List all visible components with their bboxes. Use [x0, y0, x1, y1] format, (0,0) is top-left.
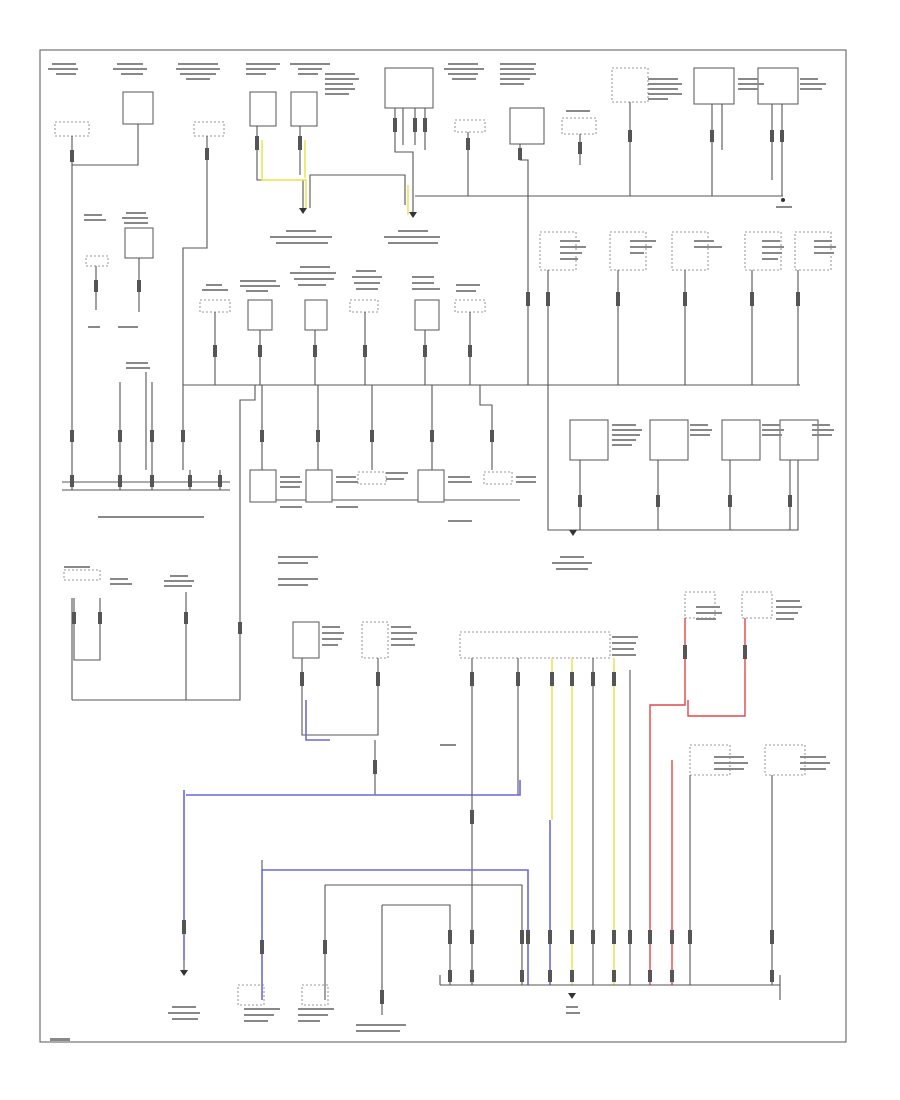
left-column	[62, 227, 256, 701]
top-wiring	[71, 102, 783, 470]
component-abs-control-module	[569, 419, 609, 461]
ground-point-g2	[409, 212, 417, 218]
ground-point-g3	[781, 198, 785, 202]
lower-connectors	[237, 984, 576, 1006]
ground-point-g1	[299, 208, 307, 214]
component-trunk-switch	[357, 471, 387, 485]
component-rear-wiper-motor	[671, 231, 709, 271]
middle-caption-marks	[202, 266, 480, 292]
component-rear-window-defogger	[193, 121, 225, 137]
component-left-mirror-switch	[249, 91, 277, 127]
right-upper-wiring	[547, 270, 799, 531]
component-audio-unit	[384, 67, 434, 109]
component-right-mirror-switch	[290, 91, 318, 127]
component-oil-pressure-switch	[199, 299, 231, 313]
right-upper-components	[539, 231, 832, 271]
component-right-rear-speaker	[649, 419, 689, 461]
lower-module-caption-marks	[322, 600, 830, 770]
component-parking-brake-switch	[349, 299, 379, 313]
component-left-camshaft-sensor	[689, 744, 731, 776]
top-ground-points	[299, 198, 785, 218]
component-fuel-sender	[85, 255, 109, 267]
left-caption-marks	[64, 212, 318, 587]
lower-caption-marks	[50, 744, 580, 1041]
top-caption-marks	[48, 63, 826, 112]
component-front-speaker	[454, 119, 486, 133]
component-sunroof-motor	[301, 984, 329, 1006]
ground-point-g4	[569, 530, 577, 536]
component-knock-sensor	[361, 621, 389, 659]
top-components	[54, 67, 799, 145]
component-right-rear-door-switch	[305, 469, 333, 503]
ground-point-g5	[180, 970, 188, 976]
component-right-door-switch	[417, 469, 445, 503]
component-right-camshaft-sensor	[764, 744, 806, 776]
component-electronic-throttle	[741, 591, 773, 619]
component-rear-defogger	[779, 419, 819, 461]
middle-bus-components	[199, 299, 486, 331]
component-sunroof-switch	[561, 117, 597, 135]
diagram-frame	[39, 49, 847, 1043]
component-horn	[63, 569, 101, 581]
lower-bus-components	[249, 469, 513, 503]
component-left-front-headlight	[54, 121, 90, 137]
ground-point-g6	[568, 993, 576, 999]
component-rear-washer-motor	[744, 231, 782, 271]
component-horn-relay	[794, 231, 832, 271]
component-combination-meter	[757, 67, 799, 105]
connector-marks	[70, 118, 800, 1004]
component-hood-switch	[483, 471, 513, 485]
component-seat-belt-switch	[304, 299, 328, 331]
component-front-wiper-motor	[539, 231, 577, 271]
component-power-window-master-switch	[509, 107, 545, 145]
lower-bus-caption-marks	[280, 472, 536, 522]
right-mid-components	[569, 419, 819, 536]
component-fuel-pump	[124, 227, 154, 259]
component-left-door-switch	[414, 299, 440, 331]
component-cruise-control-unit	[693, 67, 735, 105]
component-climate-control-unit	[611, 67, 649, 103]
component-engine-control-module	[292, 621, 320, 659]
lower-module	[292, 591, 806, 776]
top-ground-caption-marks	[270, 206, 792, 244]
component-body-control-module	[459, 631, 611, 659]
component-washer-motor	[609, 231, 647, 271]
component-luggage-lamp	[454, 299, 486, 313]
component-rear-window-switch	[237, 984, 265, 1006]
component-right-front-headlight	[122, 91, 154, 125]
right-mid-caption-marks	[552, 424, 834, 570]
component-power-steering-switch	[684, 591, 716, 619]
component-left-rear-speaker	[721, 419, 761, 461]
component-left-rear-door-switch	[249, 469, 277, 503]
right-upper-caption-marks	[560, 240, 836, 260]
middle-bus-wiring	[183, 312, 800, 501]
component-brake-fluid-switch	[247, 299, 273, 331]
lower-wiring	[180, 618, 781, 1015]
